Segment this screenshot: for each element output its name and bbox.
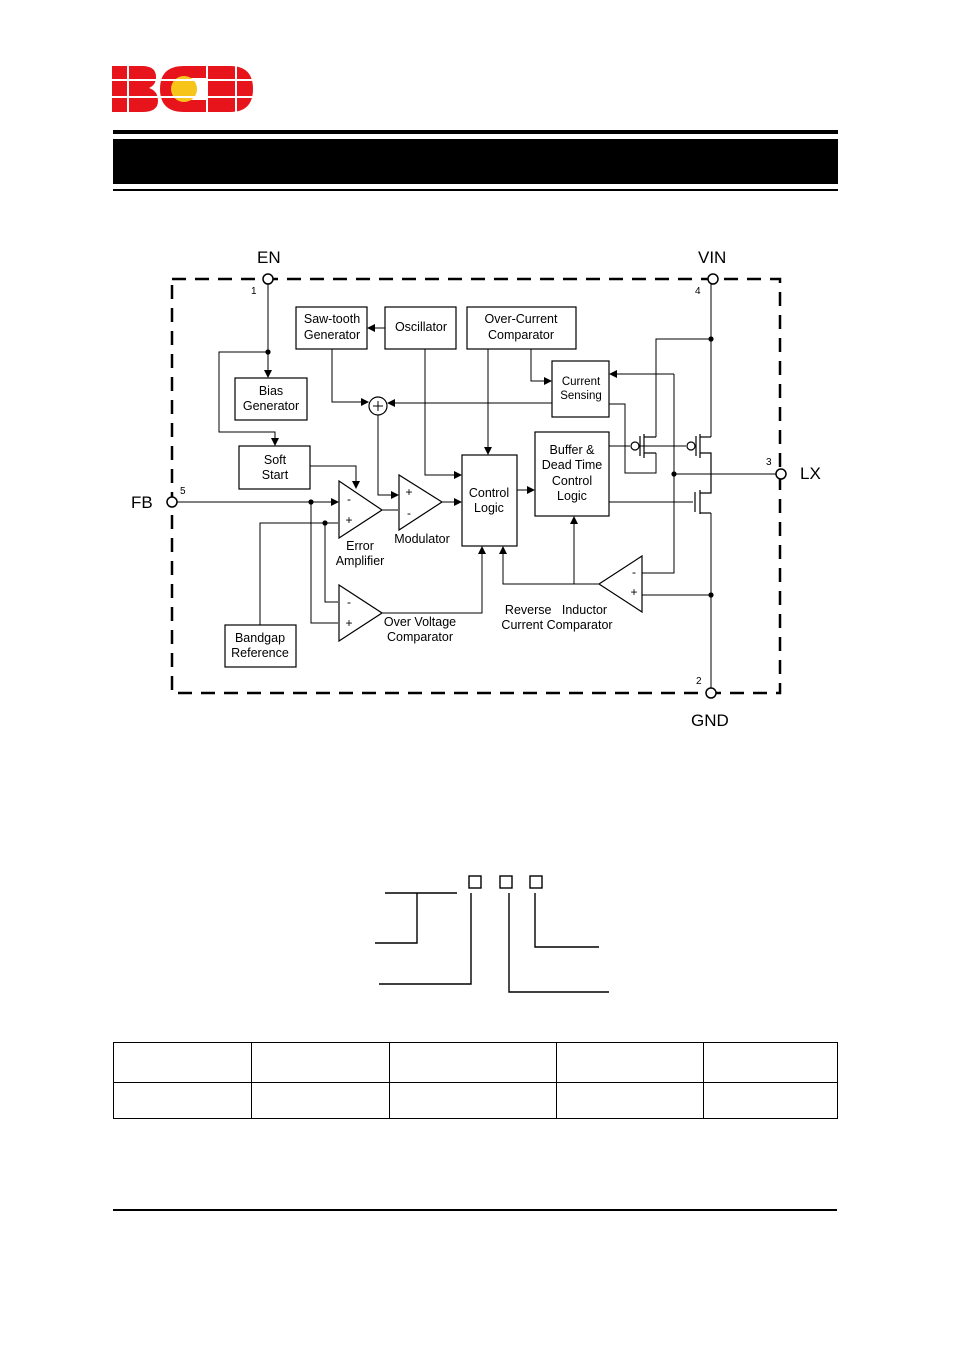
title-bar bbox=[113, 139, 838, 184]
ordering-info-diagram bbox=[375, 875, 609, 993]
control-label-1: Control bbox=[469, 486, 509, 500]
svg-text:3: 3 bbox=[766, 457, 772, 468]
overcurrent-comparator-block bbox=[466, 306, 577, 350]
code-box-3 bbox=[529, 875, 543, 889]
ea-plus: + bbox=[345, 513, 352, 527]
table-row bbox=[113, 1082, 838, 1119]
table-cell bbox=[113, 1082, 252, 1119]
sense-pmos bbox=[630, 434, 656, 458]
table-cell bbox=[389, 1042, 557, 1083]
footer-rule bbox=[113, 1209, 837, 1211]
bandgap-label-1: Bandgap bbox=[235, 631, 285, 645]
svg-text:VIN: VIN bbox=[698, 248, 726, 267]
bias-label-1: Bias bbox=[259, 384, 283, 398]
logo-dot bbox=[171, 76, 197, 102]
error-amp-label-2: Amplifier bbox=[336, 554, 385, 568]
ordering-leaders bbox=[375, 892, 609, 993]
table-cell bbox=[703, 1042, 838, 1083]
ovc-label-2: Comparator bbox=[387, 630, 453, 644]
buffer-label-2: Dead Time bbox=[542, 458, 602, 472]
control-logic-block bbox=[461, 454, 518, 547]
current-sensing-block bbox=[551, 360, 610, 418]
wiring bbox=[177, 283, 776, 688]
header-rule bbox=[113, 130, 838, 134]
overvoltage-comparator bbox=[338, 583, 384, 643]
reverse-label-1: Reverse Inductor bbox=[505, 603, 607, 617]
table-header-row bbox=[113, 1042, 838, 1083]
bandgap-label-2: Reference bbox=[231, 646, 289, 660]
info-table bbox=[113, 1042, 838, 1119]
ovc-plus: + bbox=[345, 616, 352, 630]
buffer-label-3: Control bbox=[552, 474, 592, 488]
oscillator-label: Oscillator bbox=[395, 320, 447, 334]
control-label-2: Logic bbox=[474, 501, 504, 515]
rc-minus: - bbox=[632, 565, 636, 579]
ea-minus: - bbox=[347, 492, 351, 506]
chip-boundary bbox=[170, 277, 782, 695]
buffer-deadtime-block bbox=[534, 431, 610, 517]
sawtooth-label-2: Generator bbox=[304, 328, 360, 342]
svg-text:LX: LX bbox=[800, 464, 821, 483]
bandgap-reference-block bbox=[224, 624, 297, 668]
svg-text:EN: EN bbox=[257, 248, 281, 267]
summing-node bbox=[368, 396, 388, 416]
pin-fb: FB 5 bbox=[131, 486, 186, 512]
overcurrent-label-2: Comparator bbox=[488, 328, 554, 342]
table-cell bbox=[389, 1082, 557, 1119]
current-sensing-label-1: Current bbox=[562, 376, 601, 388]
pin-lx: LX 3 bbox=[766, 457, 821, 483]
svg-text:GND: GND bbox=[691, 711, 729, 730]
table-cell bbox=[251, 1042, 390, 1083]
svg-text:5: 5 bbox=[180, 486, 186, 497]
table-cell bbox=[113, 1042, 252, 1083]
bcd-logo bbox=[112, 64, 254, 114]
svg-text:1: 1 bbox=[251, 286, 257, 297]
ovc-label-1: Over Voltage bbox=[384, 615, 456, 629]
softstart-label-1: Soft bbox=[264, 453, 287, 467]
error-amplifier bbox=[338, 479, 384, 540]
sawtooth-label-1: Saw-tooth bbox=[304, 312, 360, 326]
bias-generator-block bbox=[234, 377, 308, 421]
overcurrent-label-1: Over-Current bbox=[485, 312, 558, 326]
svg-text:FB: FB bbox=[131, 493, 153, 512]
low-side-nmos bbox=[694, 474, 712, 514]
block-diagram: EN 1 VIN 4 LX 3 FB 5 GND 2 Saw-tooth Gen… bbox=[131, 248, 821, 730]
pin-en: EN 1 bbox=[251, 248, 281, 297]
table-cell bbox=[703, 1082, 838, 1119]
buffer-label-4: Logic bbox=[557, 489, 587, 503]
code-box-2 bbox=[499, 875, 513, 889]
soft-start-block bbox=[238, 445, 311, 490]
softstart-label-2: Start bbox=[262, 468, 289, 482]
table-cell bbox=[251, 1082, 390, 1119]
bias-label-2: Generator bbox=[243, 399, 299, 413]
ovc-minus: - bbox=[347, 595, 351, 609]
reverse-inductor-comparator bbox=[597, 554, 643, 614]
buffer-label-1: Buffer & bbox=[550, 443, 596, 457]
reverse-label-2: Current Comparator bbox=[501, 618, 612, 632]
current-sensing-label-2: Sensing bbox=[560, 390, 602, 402]
mod-minus: - bbox=[407, 506, 411, 520]
svg-text:4: 4 bbox=[695, 286, 701, 297]
mod-plus: + bbox=[405, 485, 412, 499]
error-amp-label-1: Error bbox=[346, 539, 374, 553]
oscillator-block bbox=[384, 306, 457, 350]
modulator-comparator bbox=[398, 473, 444, 532]
header-underline bbox=[113, 189, 838, 191]
table-cell bbox=[556, 1042, 704, 1083]
modulator-label: Modulator bbox=[394, 532, 450, 546]
junctions bbox=[265, 336, 714, 598]
svg-text:2: 2 bbox=[696, 676, 702, 687]
logo-letters bbox=[112, 66, 253, 112]
code-box-1 bbox=[468, 875, 482, 889]
pin-gnd: GND 2 bbox=[691, 676, 729, 730]
logo-lines bbox=[112, 64, 254, 114]
high-side-pmos bbox=[686, 434, 712, 474]
rc-plus: + bbox=[630, 585, 637, 599]
table-cell bbox=[556, 1082, 704, 1119]
